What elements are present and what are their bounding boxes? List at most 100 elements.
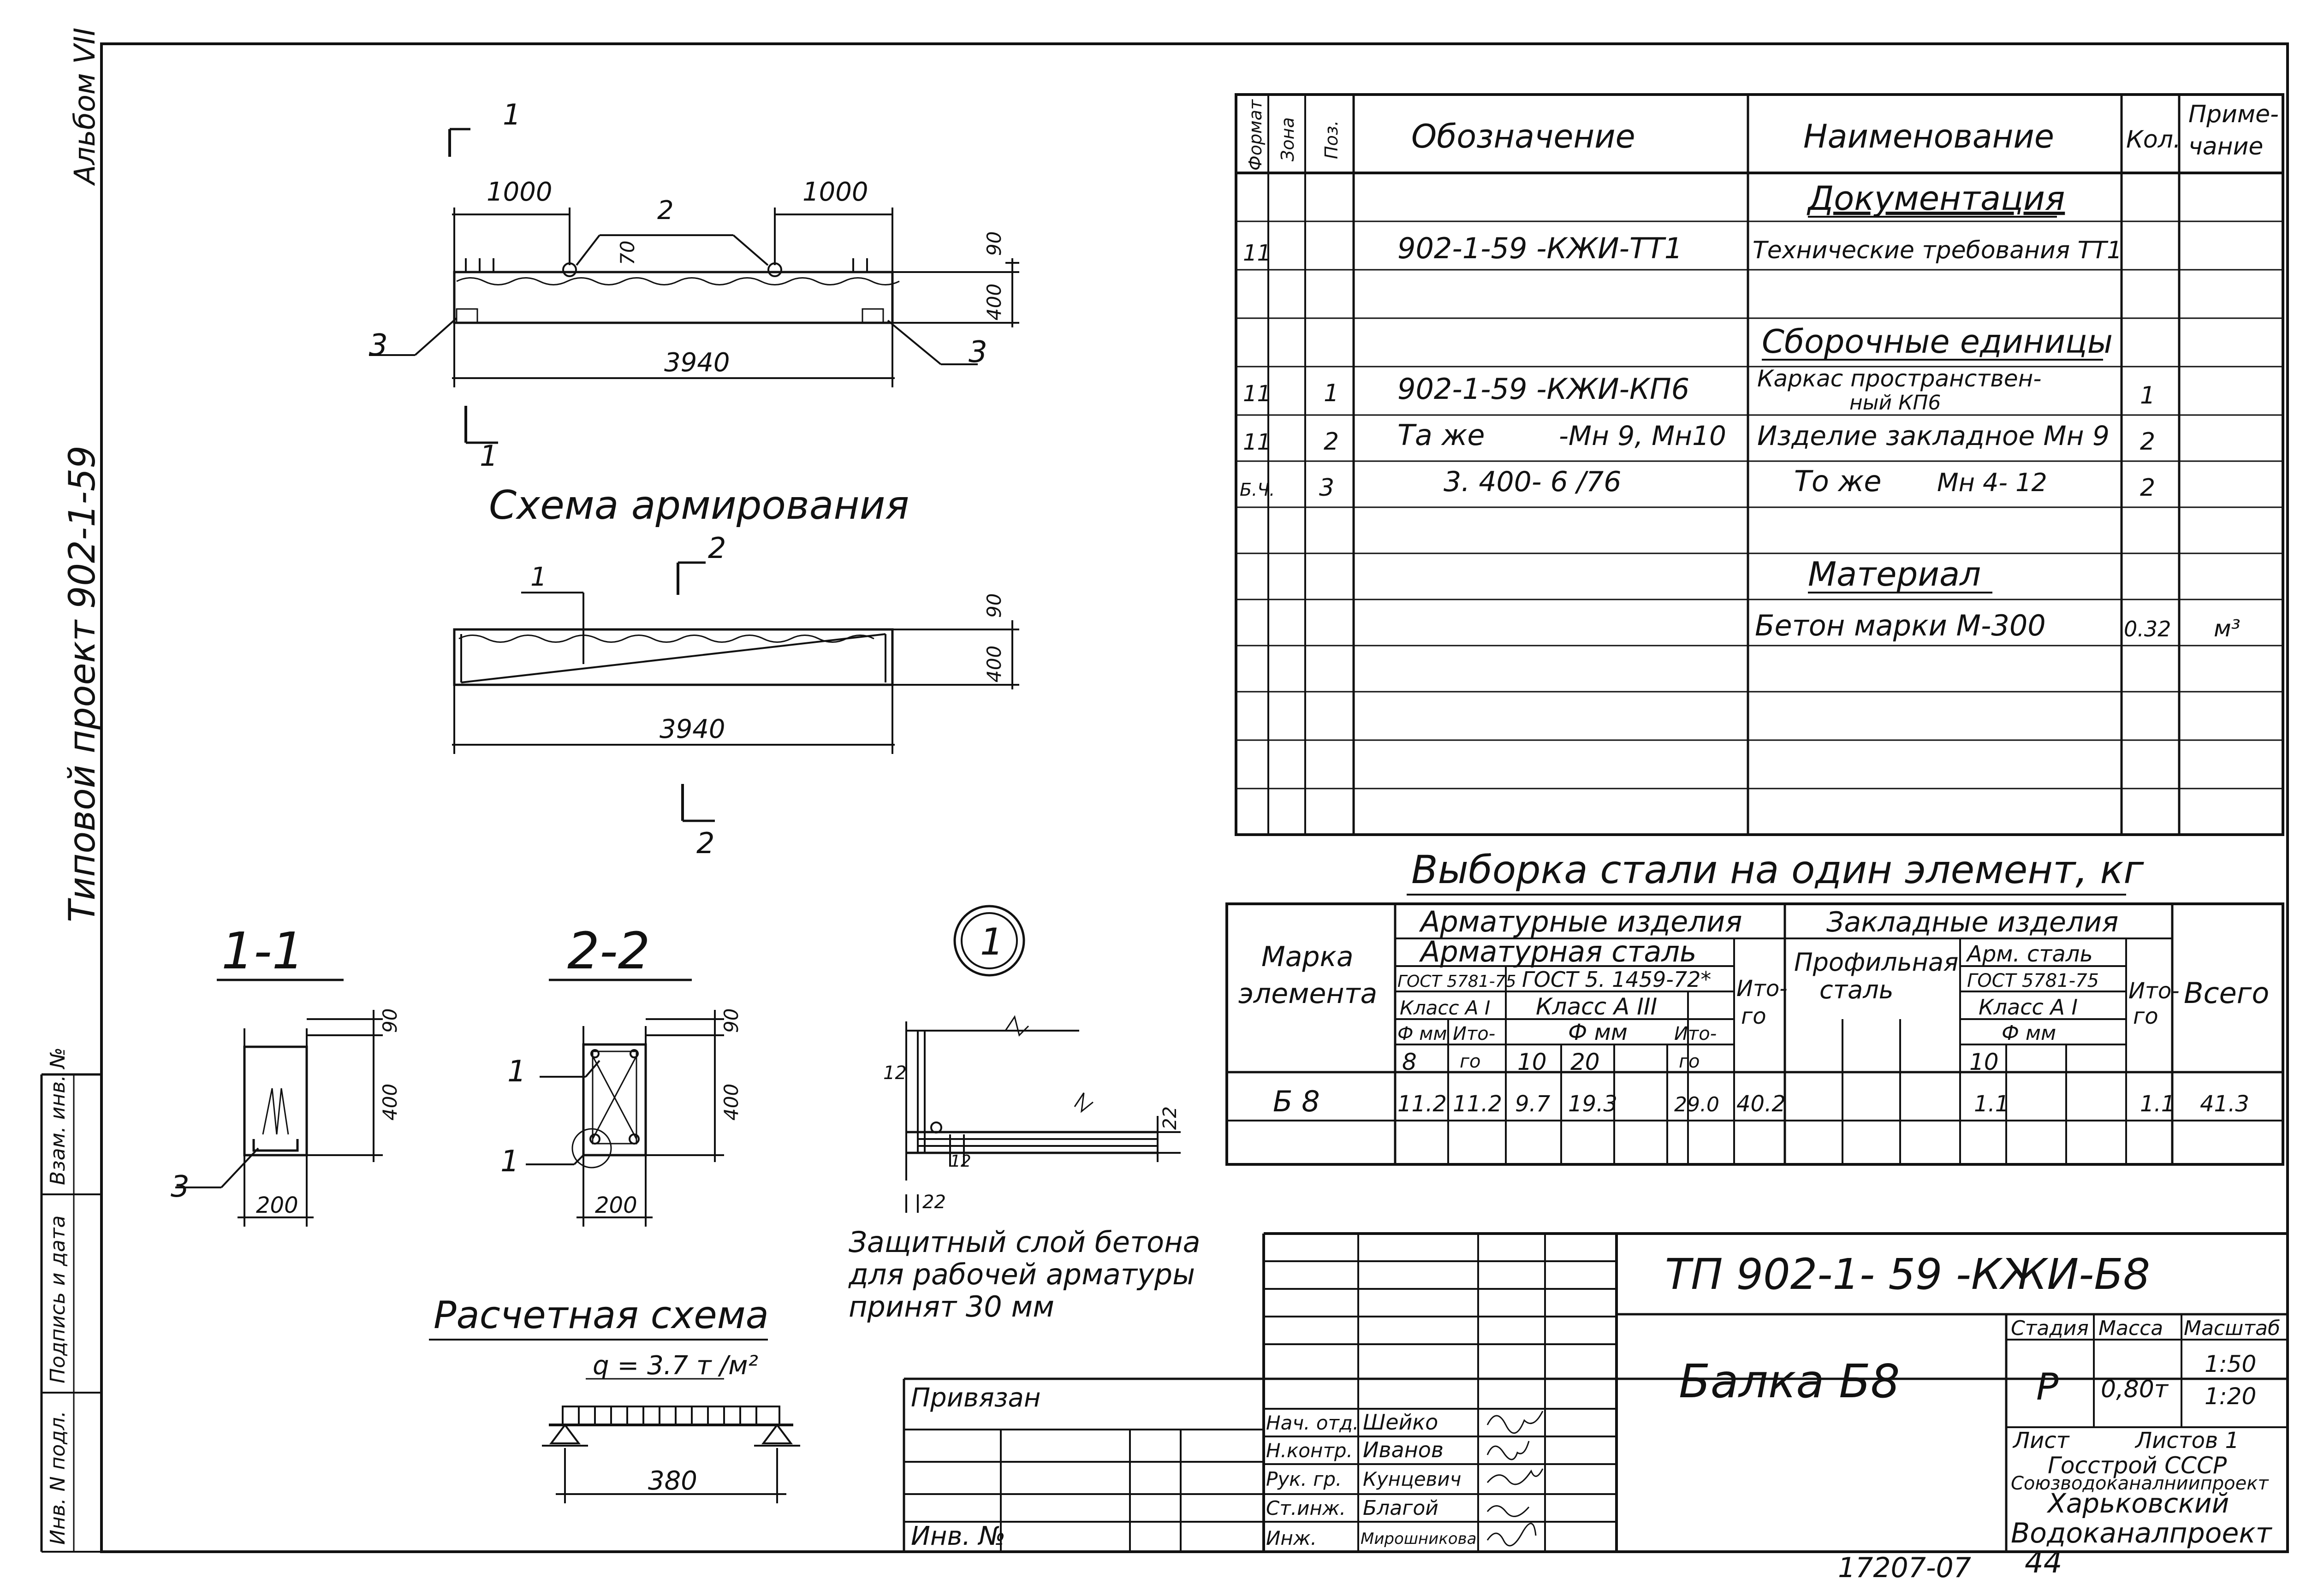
steel-row-it1: 11.2 bbox=[1453, 1091, 1502, 1117]
scheme-title: Схема армирования bbox=[489, 482, 909, 528]
title-scale-2: 1:20 bbox=[2205, 1383, 2256, 1410]
spec-row1-name: Технические требования ТТ1 bbox=[1753, 237, 2122, 264]
dim-380: 380 bbox=[648, 1466, 697, 1496]
mark-1-s22a: 1 bbox=[507, 1055, 526, 1089]
title-scale-1: 1:50 bbox=[2205, 1351, 2256, 1377]
person-role-3: Рук. гр. bbox=[1266, 1468, 1342, 1490]
steel-phi-2: Ф мм bbox=[1568, 1020, 1628, 1045]
steel-col-mark-1: Марка bbox=[1261, 941, 1354, 973]
signature-4 bbox=[1486, 1505, 1530, 1517]
spec-row4-name: То же bbox=[1794, 464, 1882, 498]
steel-itogo-4b: го bbox=[2133, 1003, 2158, 1029]
steel-arm-products: Арматурные изделия bbox=[1419, 905, 1742, 938]
spec-section-docs: Документация bbox=[1807, 179, 2065, 218]
section-mark-1-top: 1 bbox=[503, 98, 521, 131]
dim-3940-scheme: 3940 bbox=[660, 714, 725, 744]
spec-section-material: Материал bbox=[1808, 555, 1981, 593]
spec-header-pos: Поз. bbox=[1321, 120, 1342, 159]
spec-row2-qty: 1 bbox=[2140, 382, 2155, 409]
steel-row-mark: Б 8 bbox=[1273, 1085, 1320, 1118]
steel-diam-8: 8 bbox=[1402, 1049, 1417, 1075]
steel-gost1: ГОСТ 5781-75 bbox=[1397, 972, 1516, 991]
node-1-label: 1 bbox=[980, 920, 1004, 963]
spec-row3-designation: Та же bbox=[1397, 418, 1485, 452]
dim-22-node-b: 22 bbox=[922, 1192, 946, 1213]
scheme-mark-2-bottom: 2 bbox=[696, 826, 714, 860]
person-role-1: Нач. отд. bbox=[1266, 1412, 1359, 1434]
person-name-4: Благой bbox=[1363, 1496, 1438, 1520]
side-label-sign: Подпись и дата bbox=[46, 1216, 70, 1383]
mark-2-top: 2 bbox=[657, 196, 674, 225]
spec-row4-pos: 3 bbox=[1319, 474, 1334, 502]
spec-row1-designation: 902-1-59 -КЖИ-ТТ1 bbox=[1397, 231, 1682, 265]
person-name-5: Мирошникова bbox=[1361, 1530, 1476, 1548]
signature-1 bbox=[1486, 1411, 1544, 1434]
dim-12-node-b: 12 bbox=[950, 1152, 971, 1171]
spec-row5-qty: 0.32 bbox=[2124, 617, 2171, 641]
spec-row2-name2: ный КП6 bbox=[1849, 391, 1941, 415]
spec-row3-designation2: -Мн 9, Мн10 bbox=[1559, 420, 1726, 451]
mark-3-right: 3 bbox=[969, 335, 987, 369]
steel-row-e10: 1.1 bbox=[1974, 1091, 2009, 1117]
steel-row-v20: 19.3 bbox=[1568, 1091, 1617, 1117]
dim-22-node: 22 bbox=[1159, 1106, 1181, 1130]
note-line-1: Защитный слой бетона bbox=[849, 1225, 1201, 1259]
scheme-mark-1: 1 bbox=[530, 562, 547, 592]
steel-prof-steel-1: Профильная bbox=[1794, 948, 1958, 977]
spec-header-note1: Приме- bbox=[2188, 101, 2279, 128]
title-stage: Р bbox=[2036, 1365, 2059, 1408]
section-22-title: 2-2 bbox=[567, 921, 650, 980]
person-role-2: Н.контр. bbox=[1266, 1439, 1353, 1462]
spec-row1-format: 11 bbox=[1243, 240, 1271, 266]
person-role-4: Ст.инж. bbox=[1266, 1497, 1346, 1519]
section-mark-1-bottom: 1 bbox=[480, 439, 498, 473]
steel-row-v8: 11.2 bbox=[1397, 1091, 1447, 1117]
steel-arm-steel-2a: Арм. сталь bbox=[1966, 941, 2093, 967]
dim-400-s11: 400 bbox=[379, 1084, 401, 1121]
steel-row-it3: 40.2 bbox=[1736, 1091, 1786, 1117]
section-11-drawing bbox=[175, 1010, 383, 1227]
signature-3 bbox=[1486, 1468, 1544, 1485]
spec-row4-qty: 2 bbox=[2140, 474, 2155, 502]
signature-2 bbox=[1486, 1441, 1530, 1460]
spec-row4-name2: Мн 4- 12 bbox=[1937, 468, 2047, 497]
dim-400-s22: 400 bbox=[720, 1084, 743, 1121]
calc-title: Расчетная схема bbox=[434, 1293, 769, 1337]
note-line-3: принят 30 мм bbox=[849, 1290, 1054, 1323]
side-label-replace: Взам. инв. № bbox=[46, 1047, 70, 1185]
title-org-2: Союзводоканалниипроект bbox=[2011, 1473, 2269, 1494]
steel-itogo-4a: Ито- bbox=[2128, 978, 2180, 1004]
spec-header-format: Формат bbox=[1245, 99, 1266, 171]
dim-90-s11: 90 bbox=[379, 1009, 401, 1033]
title-org-1: Госстрой СССР bbox=[2048, 1452, 2227, 1479]
album-label: Альбом VII bbox=[68, 28, 101, 186]
title-mass: 0,80т bbox=[2101, 1376, 2169, 1403]
spec-header-note2: чание bbox=[2188, 133, 2263, 160]
steel-itogo-1a: Ито- bbox=[1453, 1023, 1495, 1044]
steel-total-header: Всего bbox=[2184, 976, 2269, 1010]
signatures bbox=[1486, 1411, 1544, 1547]
stamp-number: 17207-07 bbox=[1838, 1552, 1971, 1584]
steel-row-it2: 29.0 bbox=[1674, 1093, 1719, 1116]
dim-3940-top: 3940 bbox=[664, 348, 730, 378]
person-name-1: Шейко bbox=[1363, 1410, 1438, 1435]
steel-phi-3: Ф мм bbox=[2002, 1021, 2056, 1045]
sheet-frame bbox=[100, 42, 2289, 1553]
dim-70: 70 bbox=[616, 241, 639, 265]
mark-3-s11: 3 bbox=[171, 1170, 190, 1204]
title-bound: Привязан bbox=[911, 1383, 1040, 1413]
page-number: 44 bbox=[2025, 1546, 2062, 1580]
steel-itogo-3b: го bbox=[1741, 1003, 1766, 1029]
load-label: q = 3.7 т /м² bbox=[593, 1351, 758, 1381]
scheme-mark-2-top: 2 bbox=[708, 531, 726, 565]
title-name: Балка Б8 bbox=[1679, 1354, 1900, 1408]
steel-itogo-2a: Ито- bbox=[1674, 1023, 1717, 1044]
reinforcement-scheme bbox=[452, 561, 1019, 822]
person-name-3: Кунцевич bbox=[1363, 1468, 1461, 1490]
dim-200-s22: 200 bbox=[595, 1193, 637, 1218]
spec-row5-name: Бетон марки М-300 bbox=[1755, 609, 2046, 642]
mark-1-s22b: 1 bbox=[500, 1145, 519, 1179]
steel-row-total: 41.3 bbox=[2200, 1091, 2249, 1117]
node-1-drawing bbox=[905, 905, 1181, 1213]
steel-title: Выборка стали на один элемент, кг bbox=[1411, 847, 2144, 892]
